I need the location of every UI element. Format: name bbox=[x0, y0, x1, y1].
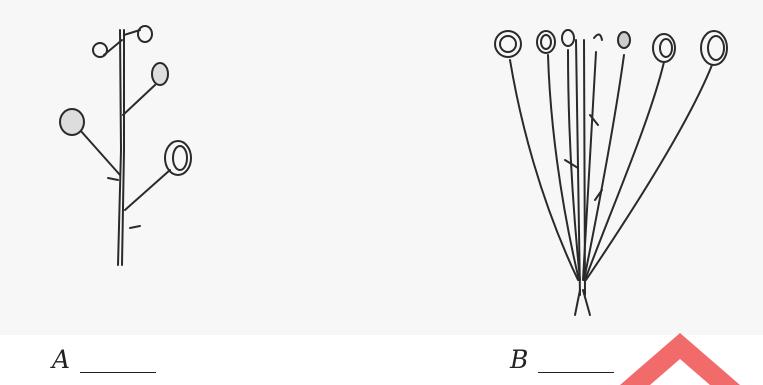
figure-a-label: A bbox=[52, 345, 71, 374]
inflorescence-sketches bbox=[59, 25, 728, 316]
drawing-canvas bbox=[59, 25, 728, 316]
figure-b-drawing bbox=[494, 29, 728, 316]
figure-b-label: B bbox=[510, 345, 529, 374]
figure-b-answer-blank[interactable] bbox=[538, 372, 614, 373]
figure-a-drawing bbox=[59, 25, 192, 266]
figure-a-answer-blank[interactable] bbox=[80, 372, 156, 373]
chevron-up-icon[interactable] bbox=[600, 333, 760, 385]
